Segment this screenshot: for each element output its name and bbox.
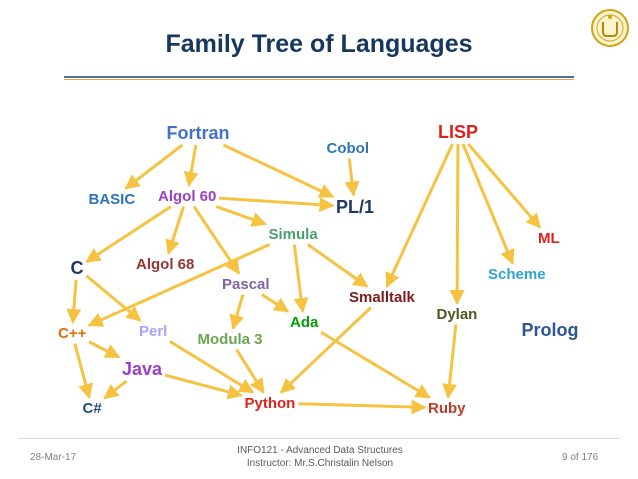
edge-simula-to-cpp (87, 243, 271, 327)
title-underline-blue (64, 76, 574, 78)
node-perl: Perl (139, 322, 168, 340)
edge-algol60-to-algol68 (165, 206, 186, 255)
edge-pascal-to-ada (261, 293, 290, 313)
edge-simula-to-ada (292, 244, 309, 313)
node-smalltalk: Smalltalk (349, 288, 415, 306)
edge-lisp-to-scheme (461, 143, 515, 265)
node-ada: Ada (290, 313, 319, 331)
edge-smalltalk-to-python (280, 306, 372, 394)
node-c: C (70, 258, 84, 278)
slide-title: Family Tree of Languages (165, 30, 473, 58)
edge-c-to-perl (85, 274, 142, 322)
edge-algol60-to-pl1 (218, 196, 335, 213)
edge-lisp-to-dylan (449, 143, 465, 305)
edge-algol60-to-pascal (192, 205, 241, 275)
footer-instructor: Instructor: Mr.S.Christalin Nelson (246, 458, 394, 469)
node-basic: BASIC (88, 190, 136, 208)
edge-java-to-csharp (103, 379, 128, 400)
footer-date: 28-Mar-17 (30, 452, 77, 463)
node-csharp: C# (82, 399, 102, 417)
node-algol60: Algol 60 (158, 187, 217, 205)
edge-cpp-to-csharp (73, 343, 93, 399)
footer-page-number: 9 of 176 (562, 452, 599, 463)
node-pl1: PL/1 (336, 197, 375, 217)
node-java: Java (122, 359, 163, 379)
title-underline (0, 76, 638, 82)
edge-fortran-to-pl1 (222, 143, 335, 198)
edge-java-to-python (164, 373, 243, 400)
edge-fortran-to-basic (124, 143, 184, 190)
footer-separator (18, 438, 620, 439)
node-python: Python (244, 394, 296, 412)
edge-lisp-to-ml (467, 143, 542, 229)
edge-c-to-cpp (66, 279, 82, 324)
university-logo-icon (591, 9, 629, 47)
edge-perl-to-python (169, 340, 255, 394)
node-cobol: Cobol (326, 139, 370, 157)
edge-ada-to-ruby (320, 330, 431, 399)
edge-algol60-to-c (85, 205, 172, 264)
node-ruby: Ruby (428, 399, 466, 417)
edge-cobol-to-pl1 (344, 158, 360, 197)
edge-python-to-ruby (298, 399, 427, 415)
node-pascal: Pascal (222, 275, 270, 293)
node-dylan: Dylan (436, 305, 478, 323)
edge-cpp-to-java (88, 340, 121, 359)
footer-course-info: INFO121 - Advanced Data Structures Instr… (200, 444, 440, 470)
node-cpp: C++ (58, 324, 87, 342)
title-underline-orange (64, 79, 574, 80)
node-lisp: LISP (438, 122, 479, 142)
edge-dylan-to-ruby (442, 324, 458, 399)
edge-fortran-to-algol60 (183, 144, 199, 187)
node-algol68: Algol 68 (136, 255, 195, 273)
edge-simula-to-smalltalk (306, 243, 369, 288)
node-simula: Simula (268, 225, 318, 243)
edge-pascal-to-modula3 (229, 294, 245, 330)
edge-lisp-to-smalltalk (385, 143, 454, 288)
edge-algol60-to-simula (215, 205, 267, 227)
node-ml: ML (538, 229, 560, 247)
node-prolog: Prolog (521, 320, 579, 340)
edge-modula3-to-python (235, 348, 265, 394)
footer-course: INFO121 - Advanced Data Structures (237, 445, 403, 456)
node-scheme: Scheme (488, 265, 546, 283)
node-modula3: Modula 3 (197, 330, 263, 348)
node-fortran: Fortran (166, 123, 230, 143)
